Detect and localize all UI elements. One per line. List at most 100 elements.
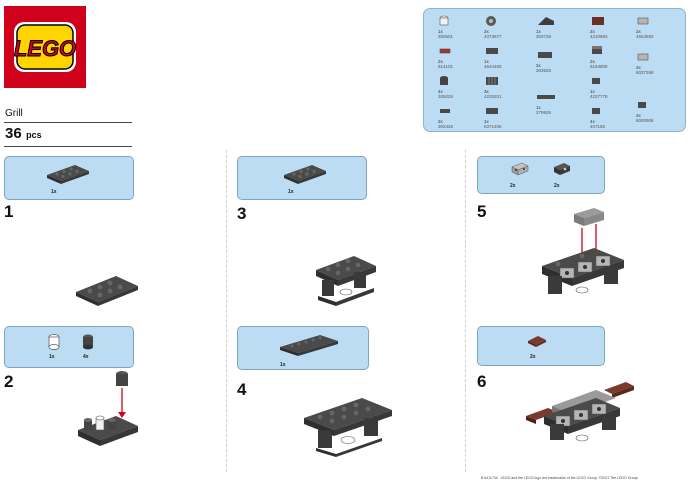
part-qty: 2x — [530, 354, 536, 360]
step-3-model — [316, 256, 376, 306]
piece-count-unit: pcs — [26, 130, 42, 140]
plate-icon — [440, 109, 450, 113]
inventory-part-id: 303726 — [536, 34, 552, 39]
part-qty: 2x — [510, 183, 516, 189]
inventory-qty: 2x — [590, 29, 595, 34]
inventory-qty: 4x — [438, 89, 443, 94]
inventory-qty: 1x — [484, 119, 489, 124]
inventory-item: 1x 303726 — [536, 15, 594, 39]
inventory-item: 1x 300501 — [438, 15, 496, 39]
round-brick-icon — [48, 334, 60, 350]
inventory-part-id: 6194808 — [590, 64, 608, 69]
part-qty: 4x — [83, 354, 89, 360]
inventory-item: 2x 6194808 — [590, 45, 648, 69]
inventory-qty: 2x — [636, 65, 641, 70]
part-qty: 1x — [288, 189, 294, 195]
bracket-icon — [511, 162, 529, 176]
plate-icon — [284, 165, 326, 184]
step-4-model — [304, 398, 392, 457]
inventory-item: 3x 4225201 — [484, 75, 542, 99]
plate-icon — [47, 165, 89, 184]
step-4-parts-callout: 1x — [237, 326, 369, 370]
inventory-part-id: 6037268 — [636, 70, 654, 75]
part-qty: 2x — [554, 183, 560, 189]
step-2-parts-callout: 1x 4x — [4, 326, 134, 368]
inventory-part-id: 4073677 — [484, 34, 502, 39]
round-brick-icon — [439, 15, 449, 26]
inventory-part-id: 4654582 — [636, 34, 654, 39]
inventory-part-id: 407155 — [590, 124, 606, 129]
column-divider — [226, 150, 227, 472]
step-3-parts-callout: 1x — [237, 156, 367, 200]
inventory-qty: 2x — [484, 29, 489, 34]
step-6-parts-callout: 2x — [477, 326, 605, 366]
slope-icon — [538, 17, 554, 25]
bracket-icon — [637, 17, 649, 25]
step-number: 6 — [477, 372, 487, 391]
step-1-parts-callout: 1x — [4, 156, 134, 200]
lego-logo-badge: LEGO — [13, 22, 77, 72]
inventory-item: 1x 4227778 — [590, 75, 648, 99]
inventory-item: 2x 6037268 — [636, 51, 690, 75]
inventory-part-id: 303926 — [536, 68, 552, 73]
inventory-part-id: 6371406 — [484, 124, 502, 129]
column-divider — [465, 150, 466, 472]
inventory-part-id: 4225201 — [484, 94, 502, 99]
inventory-part-id: 4227778 — [590, 94, 608, 99]
step-number: 1 — [4, 202, 14, 221]
step-1-model — [76, 276, 138, 306]
plate-icon — [486, 48, 498, 54]
inventory-item: 2x 302426 — [438, 105, 496, 129]
part-qty: 1x — [49, 354, 55, 360]
tile-icon — [638, 102, 646, 108]
inventory-qty: 2x — [536, 63, 541, 68]
inventory-part-id: 614101 — [438, 64, 454, 69]
step-6-model — [526, 382, 634, 442]
inventory-item: 1x 4544450 — [484, 45, 542, 69]
inventory-qty: 2x — [590, 59, 595, 64]
legal-footer: B 6411734 LEGO and the LEGO logo are tra… — [481, 476, 639, 480]
inventory-item: 2x 303926 — [536, 49, 594, 73]
inventory-part-id: 302426 — [438, 124, 454, 129]
step-2-model — [78, 371, 138, 446]
tile-icon — [528, 336, 546, 347]
tile-icon — [592, 108, 600, 114]
step-number: 2 — [4, 372, 14, 391]
inventory-qty: 2x — [438, 119, 443, 124]
header-divider — [4, 122, 132, 123]
inventory-qty: 2x — [636, 113, 641, 118]
inventory-qty: 4x — [590, 119, 595, 124]
plate-long-icon — [280, 335, 338, 356]
inventory-qty: 1x — [438, 29, 443, 34]
plate-icon — [486, 108, 498, 114]
inventory-item: 2x 4073677 — [484, 15, 542, 39]
inventory-part-id: 4544450 — [484, 64, 502, 69]
inventory-part-id: 6000906 — [636, 118, 654, 123]
inventory-qty: 1x — [536, 29, 541, 34]
inventory-item: 4x 407155 — [590, 105, 648, 129]
round-brick-icon — [83, 334, 93, 350]
grille-icon — [486, 77, 498, 85]
lego-logo: LEGO — [4, 6, 86, 88]
step-5-model — [542, 208, 624, 294]
header-divider — [4, 146, 132, 147]
inventory-item: 1x 279926 — [536, 91, 594, 115]
inventory-qty: 1x — [536, 105, 541, 110]
set-name: Grill — [5, 108, 23, 119]
booklet-code: B 6411734 — [481, 476, 498, 480]
tile-icon — [592, 17, 604, 25]
inventory-item: 2x 4654582 — [636, 15, 690, 39]
inventory-qty: 3x — [484, 89, 489, 94]
inventory-item: 2x 4210683 — [590, 15, 648, 39]
piece-count: 36 pcs — [5, 125, 42, 143]
inventory-part-id: 300501 — [438, 34, 454, 39]
piece-count-number: 36 — [5, 125, 22, 142]
inventory-qty: 2x — [636, 29, 641, 34]
tile-icon — [592, 78, 600, 84]
step-number: 5 — [477, 202, 487, 221]
step-number: 4 — [237, 380, 247, 399]
plate-long-icon — [537, 95, 555, 99]
bracket-icon — [592, 46, 602, 54]
part-qty: 1x — [51, 189, 57, 195]
inventory-part-id: 4210683 — [590, 34, 608, 39]
